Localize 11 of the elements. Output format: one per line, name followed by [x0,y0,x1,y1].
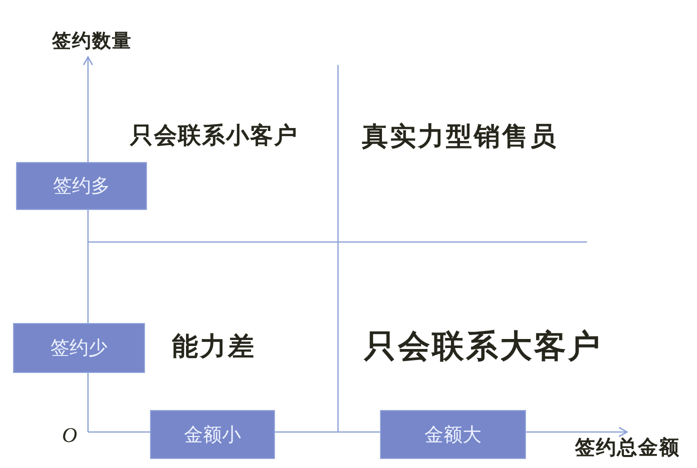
quadrant-label: 只会联系大客户 [364,330,602,362]
origin-label: O [62,425,78,446]
axis-title: 签约总金额 [575,437,680,457]
category-box: 金额大 [380,410,526,459]
category-box: 签约少 [13,323,145,373]
category-box: 金额小 [150,410,275,459]
category-box: 签约多 [16,162,147,210]
quadrant-label: 真实力型销售员 [362,124,558,150]
quadrant-label: 能力差 [172,334,256,360]
axis-title: 签约数量 [52,32,132,51]
quadrant-label: 只会联系小客户 [130,125,298,148]
